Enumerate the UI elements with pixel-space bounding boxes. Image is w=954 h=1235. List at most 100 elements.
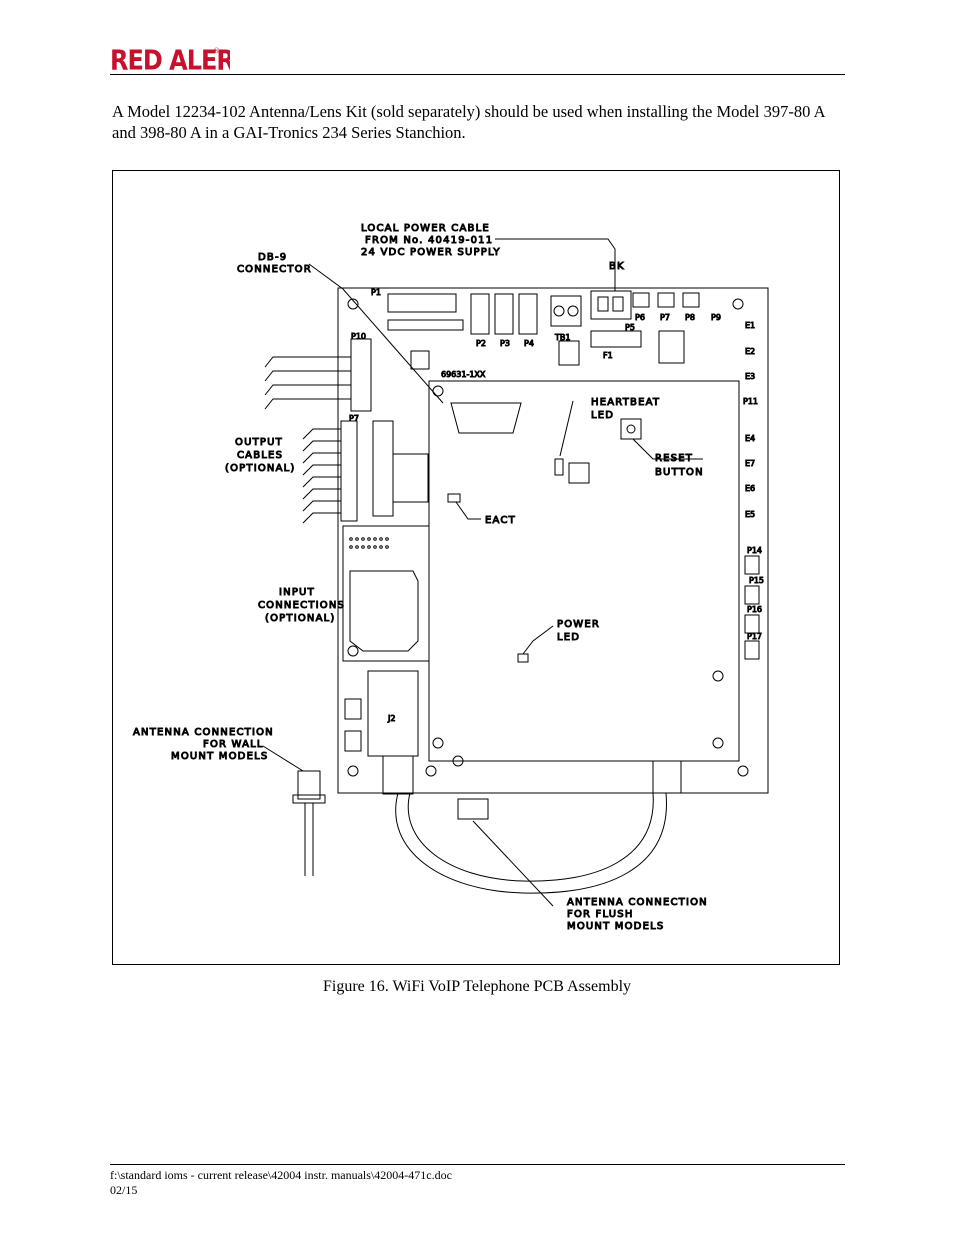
p3-connector (494, 293, 514, 335)
p1-pins (387, 319, 464, 331)
pcb-assembly-drawing: LOCAL POWER CABLE FROM No. 40419-011 24 … (133, 223, 769, 933)
sub-board-outline (428, 380, 740, 762)
local-power-line-2: FROM No. 40419-011 (365, 235, 493, 246)
p15-connector (744, 585, 760, 605)
board-label-p11: P11 (743, 397, 758, 406)
db9-connector (450, 402, 522, 434)
power-led (517, 653, 529, 663)
ant-flush-line-1: ANTENNA CONNECTION (567, 897, 708, 908)
local-power-line-3: 24 VDC POWER SUPPLY (361, 247, 501, 258)
board-label-e4: E4 (745, 434, 755, 443)
power-cable-leader (495, 238, 616, 291)
eact-leader (455, 501, 481, 520)
power-line-2: LED (557, 632, 580, 643)
footer: f:\standard ioms - current release\42004… (110, 1168, 452, 1198)
heartbeat-led (554, 458, 564, 476)
board-label-p6: P6 (635, 313, 645, 322)
board-label-p15: P15 (749, 576, 764, 585)
radio-module (342, 525, 430, 662)
board-label-p7: P7 (660, 313, 670, 322)
red-alert-logo: RED ALERT ® (110, 45, 230, 72)
flush-antenna-connector (457, 798, 489, 820)
board-label-e5: E5 (745, 510, 755, 519)
footer-rule (110, 1164, 845, 1165)
module-pins (349, 537, 389, 549)
intro-paragraph: A Model 12234-102 Antenna/Lens Kit (sold… (112, 102, 825, 142)
output-line-1: OUTPUT (235, 437, 283, 448)
p4-connector (518, 293, 538, 335)
heartbeat-line-2: LED (591, 410, 614, 421)
input-line-2: CONNECTIONS (258, 600, 345, 611)
board-label-part-no: 69631-1XX (441, 370, 486, 379)
f1-fuse (590, 330, 642, 348)
p1-connector (387, 293, 457, 313)
board-label-e3: E3 (745, 372, 755, 381)
reset-line-2: BUTTON (655, 467, 704, 478)
output-block (372, 420, 394, 517)
p7-connector (657, 292, 675, 308)
board-label-e2: E2 (745, 347, 755, 356)
board-label-p9: P9 (711, 313, 721, 322)
board-label-p5: P5 (625, 323, 635, 332)
heartbeat-line-1: HEARTBEAT (591, 397, 660, 408)
db9-line-1: DB-9 (258, 252, 287, 263)
mounting-holes (347, 298, 749, 777)
figure-frame: LOCAL POWER CABLE FROM No. 40419-011 24 … (112, 170, 840, 965)
board-label-e7: E7 (745, 459, 755, 468)
ant-wall-line-1: ANTENNA CONNECTION (133, 727, 274, 738)
antenna-cable (395, 792, 667, 894)
board-label-p4: P4 (524, 339, 534, 348)
footer-date: 02/15 (110, 1183, 138, 1197)
p7-header (340, 420, 358, 522)
footer-file-path: f:\standard ioms - current release\42004… (110, 1168, 452, 1182)
board-label-p8: P8 (685, 313, 695, 322)
ant-flush-line-2: FOR FLUSH (567, 909, 634, 920)
power-led-leader (522, 625, 554, 655)
input-line-3: (OPTIONAL) (265, 613, 336, 624)
db9-leader (308, 263, 444, 404)
wall-antenna (297, 770, 321, 800)
output-line-2: CABLES (237, 450, 283, 461)
db9-line-2: CONNECTOR (237, 264, 312, 275)
header-rule (110, 74, 845, 75)
board-label-j2: J2 (387, 714, 395, 723)
antenna-connector (382, 755, 414, 795)
board-label-e6: E6 (745, 484, 755, 493)
p14-connector (744, 555, 760, 575)
eact-led (447, 493, 461, 503)
regulator (658, 330, 685, 364)
board-label-f1: F1 (603, 351, 613, 360)
local-power-line-1: LOCAL POWER CABLE (361, 223, 490, 234)
board-label-p10: P10 (351, 332, 366, 341)
p17-connector (744, 640, 760, 660)
small-chip-1 (410, 350, 430, 370)
heartbeat-leader (559, 400, 574, 457)
board-label-p7b: P7 (349, 414, 359, 423)
board-label-p1: P1 (371, 288, 381, 297)
figure-caption: Figure 16. WiFi VoIP Telephone PCB Assem… (322, 978, 632, 995)
ant-wall-line-2: FOR WALL (203, 739, 264, 750)
p5-connector (590, 290, 632, 320)
ic-block (392, 453, 429, 503)
ant-flush-line-3: MOUNT MODELS (567, 921, 664, 932)
board-label-p17: P17 (747, 632, 762, 641)
radio-shield (349, 570, 419, 652)
main-board-outline (337, 287, 769, 794)
reset-leader (632, 438, 703, 460)
reset-line-1: RESET (655, 453, 693, 464)
power-line-1: POWER (557, 619, 600, 630)
bk-label: BK (609, 261, 625, 272)
p16-connector (744, 614, 760, 634)
output-line-3: (OPTIONAL) (225, 463, 296, 474)
eact-label: EACT (485, 515, 516, 526)
board-label-p14: P14 (747, 546, 762, 555)
board-label-e1: E1 (745, 321, 755, 330)
board-label-p16: P16 (747, 605, 762, 614)
ant-wall-leader (262, 745, 304, 772)
chip-small (568, 462, 590, 484)
board-label-p3: P3 (500, 339, 510, 348)
output-cable-lines (264, 356, 351, 410)
p10-header (350, 338, 372, 412)
p8-connector (682, 292, 700, 308)
p6-connector (632, 292, 650, 308)
